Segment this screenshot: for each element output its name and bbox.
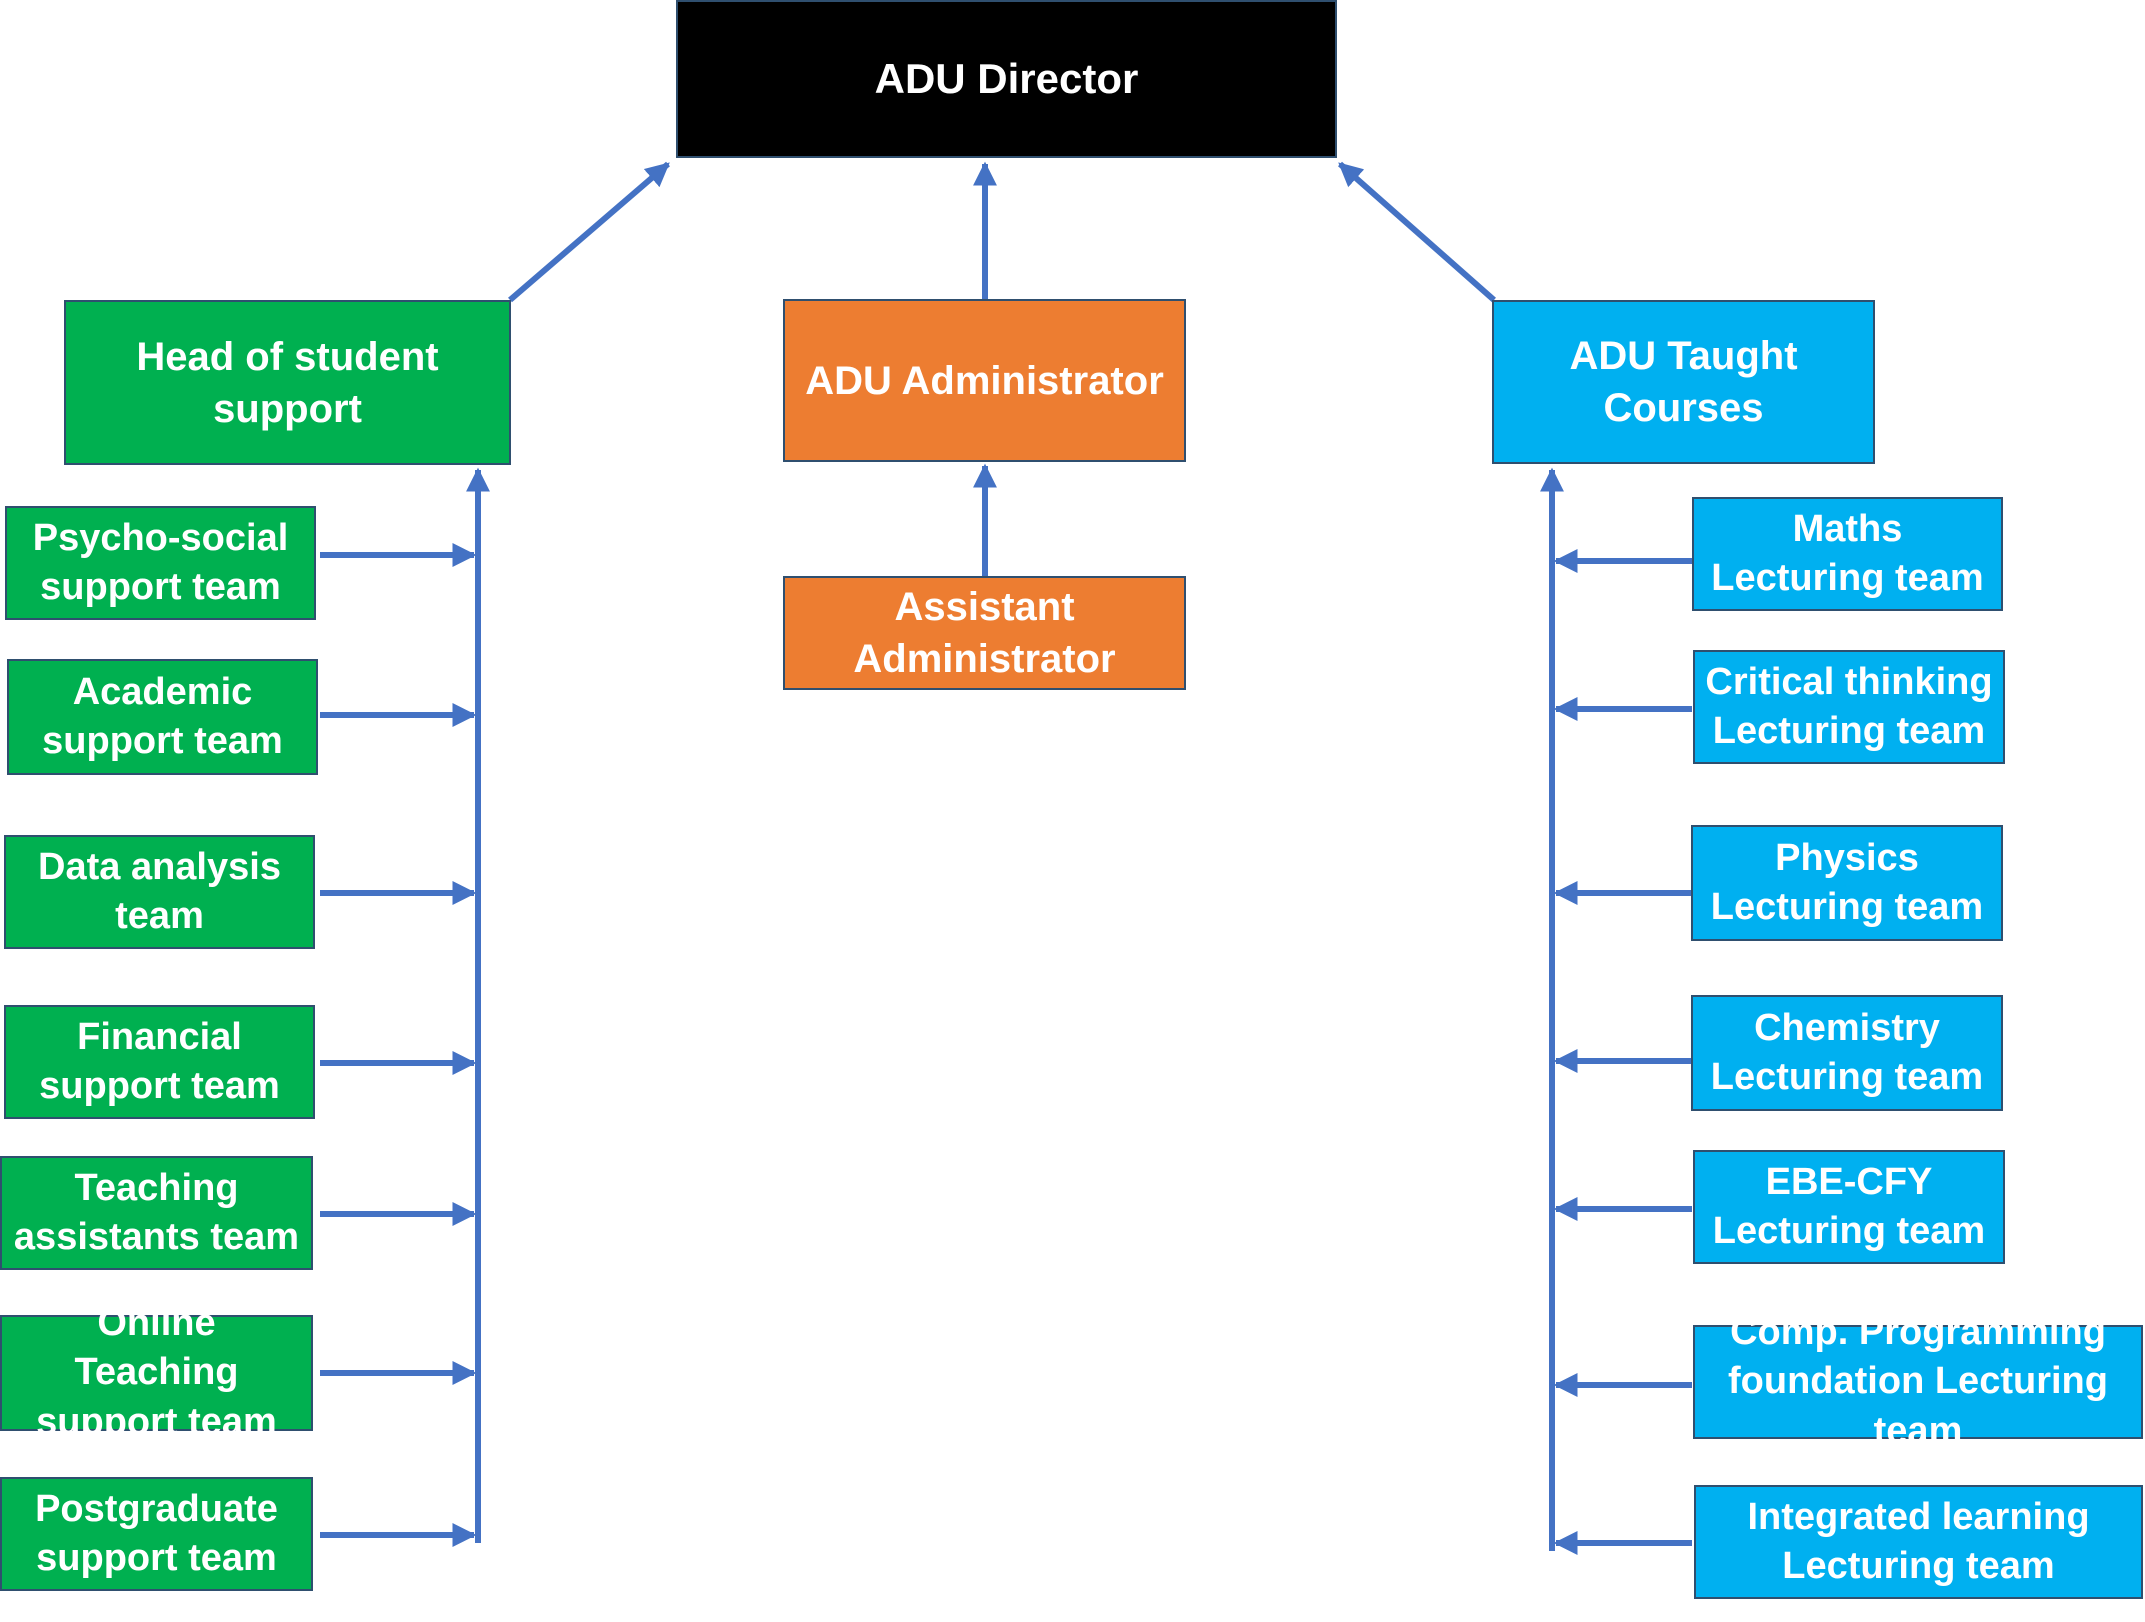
administrator-label: ADU Administrator [805,358,1164,403]
administrator-box: ADU Administrator [783,299,1186,462]
team-physics-label: Physics Lecturing team [1710,836,1984,928]
team-critical-thinking-label: Critical thinking Lecturing team [1705,660,1993,752]
team-physics-box: Physics Lecturing team [1691,825,2003,941]
team-teaching-assistants-box: Teaching assistants team [0,1156,313,1270]
arrow-taught-courses-to-director [1338,161,1496,303]
team-maths-label: Maths Lecturing team [1711,507,1984,599]
team-psycho-social-label: Psycho-social support team [32,516,289,608]
team-financial-support-box: Financial support team [4,1005,315,1119]
team-comp-programming-label: Comp. Programming foundation Lecturing t… [1728,1310,2108,1452]
arrow-student-support-to-director [508,161,670,303]
team-integrated-learning-box: Integrated learning Lecturing team [1694,1485,2143,1599]
head-student-support-box: Head of student support [64,300,511,465]
team-data-analysis-box: Data analysis team [4,835,315,949]
assistant-administrator-label: Assistant Administrator [853,585,1116,681]
team-critical-thinking-box: Critical thinking Lecturing team [1693,650,2005,764]
team-data-analysis-label: Data analysis team [38,845,281,937]
team-teaching-assistants-label: Teaching assistants team [13,1166,300,1258]
taught-courses-box: ADU Taught Courses [1492,300,1875,464]
team-ebe-cfy-box: EBE-CFY Lecturing team [1693,1150,2005,1264]
team-financial-support-label: Financial support team [39,1015,280,1107]
head-student-support-label: Head of student support [136,334,439,431]
taught-courses-label: ADU Taught Courses [1569,334,1798,430]
team-chemistry-label: Chemistry Lecturing team [1710,1006,1984,1098]
team-chemistry-box: Chemistry Lecturing team [1691,995,2003,1111]
team-academic-support-label: Academic support team [42,670,283,762]
team-academic-support-box: Academic support team [7,659,318,775]
team-comp-programming-box: Comp. Programming foundation Lecturing t… [1693,1311,2143,1452]
team-postgraduate-box: Postgraduate support team [0,1477,313,1591]
team-integrated-learning-label: Integrated learning Lecturing team [1747,1495,2090,1587]
team-ebe-cfy-label: EBE-CFY Lecturing team [1712,1160,1986,1252]
team-online-teaching-box: Online Teaching support team [0,1302,313,1443]
director-box: ADU Director [676,0,1337,158]
team-online-teaching-label: Online Teaching support team [36,1301,277,1443]
team-postgraduate-label: Postgraduate support team [35,1487,278,1579]
director-label: ADU Director [874,54,1139,102]
team-maths-box: Maths Lecturing team [1692,497,2003,611]
assistant-administrator-box: Assistant Administrator [783,576,1186,690]
team-psycho-social-box: Psycho-social support team [5,506,316,620]
